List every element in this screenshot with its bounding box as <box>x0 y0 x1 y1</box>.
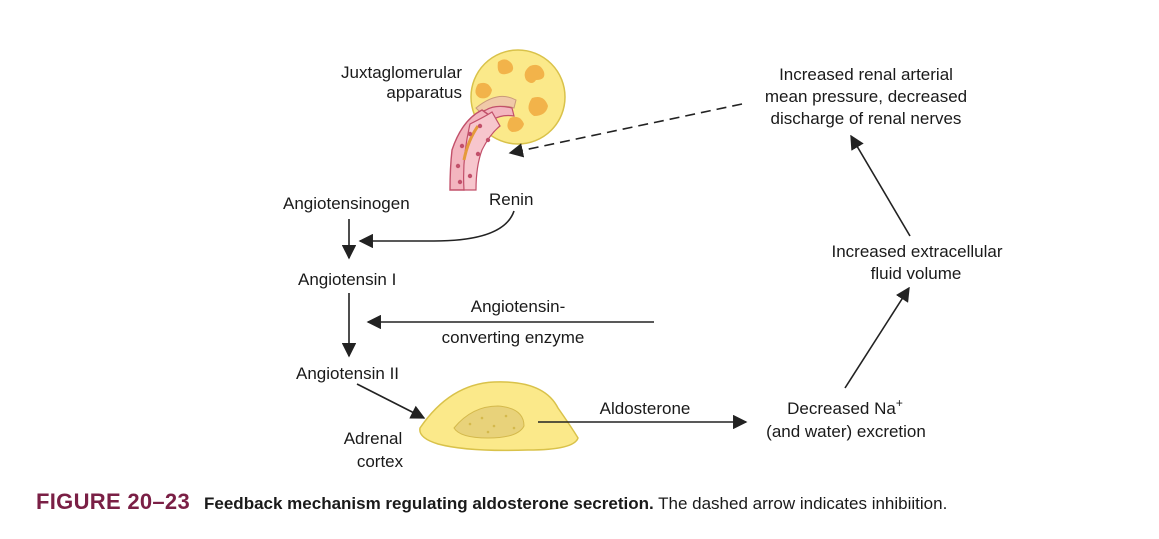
renal-pressure-label-line2: mean pressure, decreased <box>765 87 967 106</box>
caption-text: The dashed arrow indicates inhibiition. <box>653 494 948 513</box>
arrow-angiotensin-ii-to-adrenal <box>356 383 426 419</box>
juxtaglomerular-label-line2: apparatus <box>386 83 462 102</box>
adrenal-cortex-label-line1: Adrenal <box>344 429 403 448</box>
decreased-na-label-line1: Decreased Na+ <box>787 396 903 418</box>
aldosterone-label: Aldosterone <box>600 399 691 418</box>
figure-number: FIGURE 20–23 <box>36 489 191 514</box>
ecf-volume-label-line1: Increased extracellular <box>831 242 1002 261</box>
figure-caption: FIGURE 20–23 Feedback mechanism regulatin… <box>36 489 947 515</box>
decreased-na-label-line2: (and water) excretion <box>766 422 926 441</box>
ecf-volume-label-line2: fluid volume <box>871 264 962 283</box>
renal-pressure-label-line3: discharge of renal nerves <box>771 109 962 128</box>
adrenal-cortex-label-line2: cortex <box>357 452 404 471</box>
na-superscript: + <box>896 396 903 410</box>
juxtaglomerular-apparatus-illustration <box>449 49 566 191</box>
dashed-inhibition-arrow <box>508 103 743 158</box>
renal-pressure-label-line1: Increased renal arterial <box>779 65 953 84</box>
ace-label-line1: Angiotensin- <box>471 297 566 316</box>
decreased-na-text: Decreased Na <box>787 399 896 418</box>
angiotensinogen-label: Angiotensinogen <box>283 194 410 213</box>
angiotensin-ii-label: Angiotensin II <box>296 364 399 383</box>
caption-title: Feedback mechanism regulating aldosteron… <box>204 494 654 513</box>
arrow-renin-to-conversion <box>358 210 515 249</box>
arrow-ecf-to-renal-pressure <box>850 134 911 237</box>
angiotensin-i-label: Angiotensin I <box>298 270 396 289</box>
ace-label-line2: converting enzyme <box>442 328 585 347</box>
juxtaglomerular-label-line1: Juxtaglomerular <box>341 63 462 82</box>
arrow-na-to-ecf <box>844 286 910 389</box>
renin-label: Renin <box>489 190 533 209</box>
adrenal-cortex-illustration <box>419 381 579 452</box>
